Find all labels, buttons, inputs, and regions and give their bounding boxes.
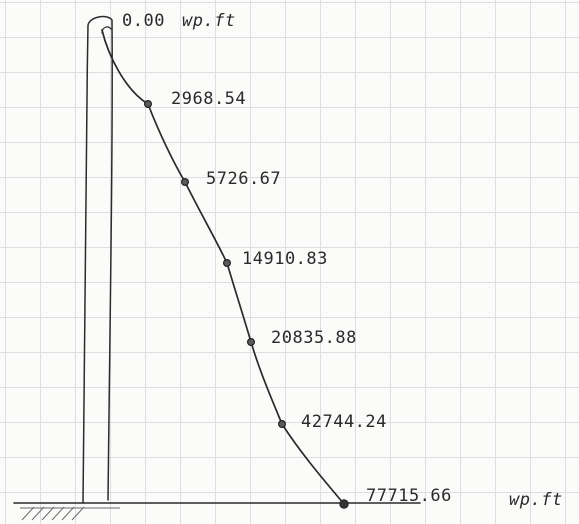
data-point-6 bbox=[339, 499, 349, 509]
data-point-3 bbox=[223, 259, 232, 268]
label-point-6: 77715.66 bbox=[366, 486, 452, 506]
data-point-1 bbox=[144, 99, 153, 108]
label-point-5: 42744.24 bbox=[301, 412, 387, 432]
vertical-member bbox=[82, 15, 113, 504]
data-point-5 bbox=[278, 420, 287, 429]
label-point-4: 20835.88 bbox=[271, 328, 357, 348]
label-point-1: 2968.54 bbox=[171, 89, 246, 109]
bottom-unit: wp.ft bbox=[509, 490, 563, 510]
data-point-2 bbox=[181, 178, 190, 187]
label-point-2: 5726.67 bbox=[206, 169, 281, 189]
data-point-4 bbox=[247, 338, 256, 347]
label-point-3: 14910.83 bbox=[242, 249, 328, 269]
ground bbox=[13, 502, 421, 521]
ground-hatching bbox=[20, 506, 120, 521]
top-unit: wp.ft bbox=[182, 11, 236, 31]
top-label: 0.00 bbox=[122, 11, 165, 31]
